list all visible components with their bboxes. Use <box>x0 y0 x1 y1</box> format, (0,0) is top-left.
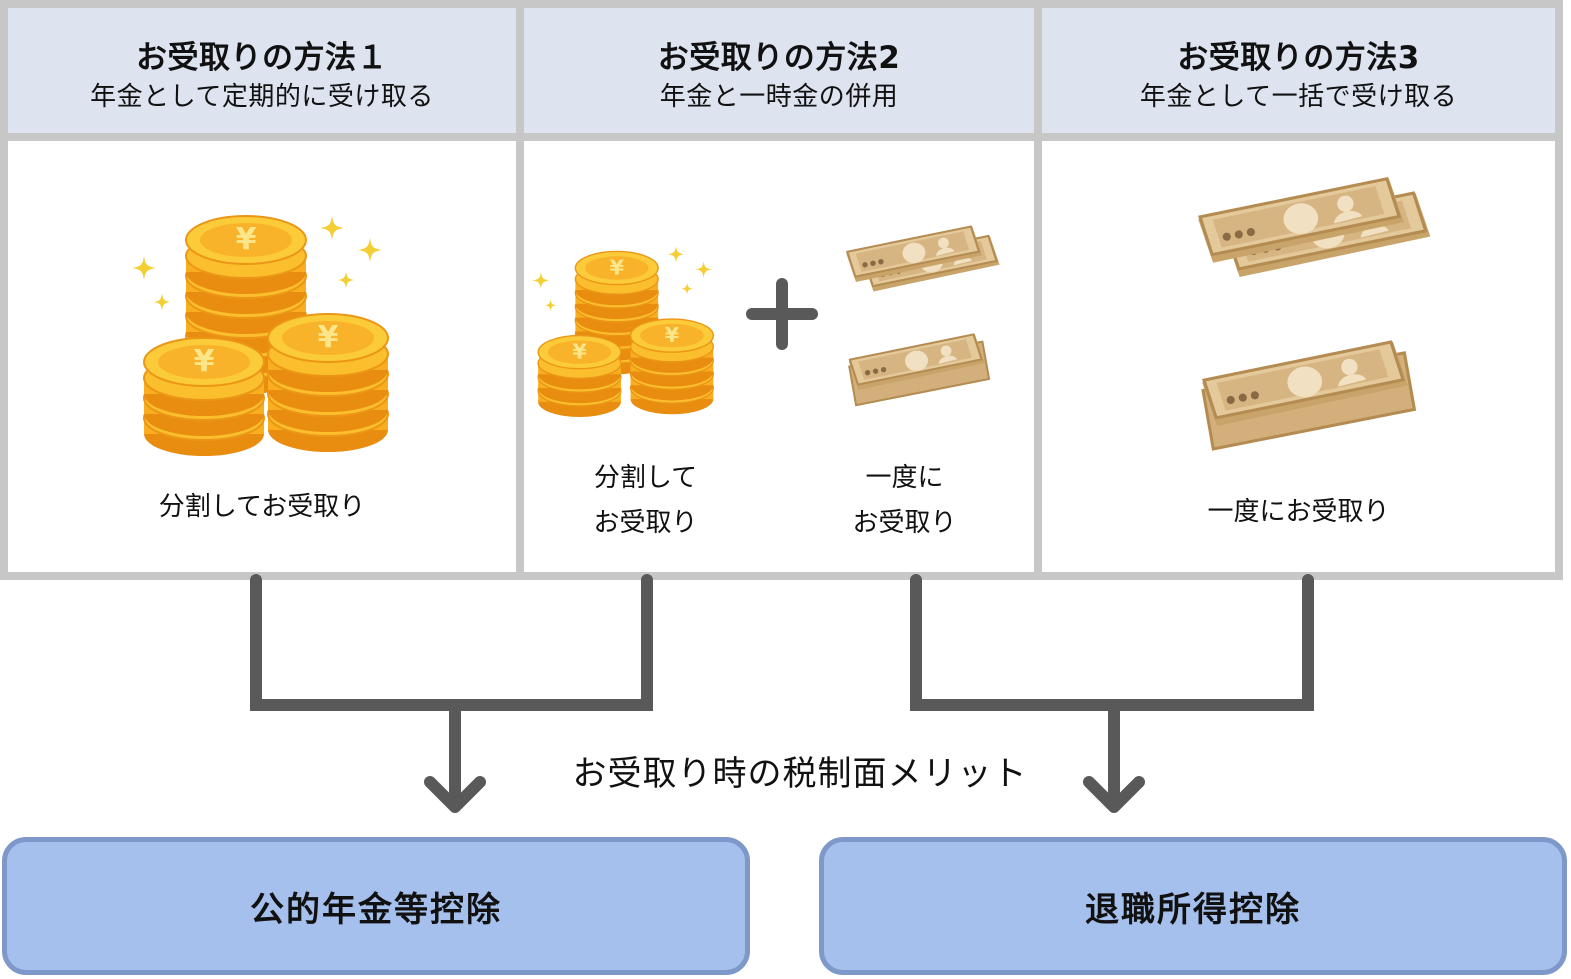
method-1-subtitle: 年金として定期的に受け取る <box>90 82 434 112</box>
plus-icon <box>746 278 818 350</box>
banknote-bundles-icon <box>1194 175 1435 451</box>
method-1-title: お受取りの方法１ <box>136 40 388 76</box>
method-card-2: お受取りの方法2 年金と一時金の併用 <box>524 8 1034 572</box>
method-1-caption: 分割してお受取り <box>158 492 366 522</box>
coin-stacks-yen-icon: ¥ <box>132 215 389 457</box>
coin-stacks-yen-icon: ¥ <box>532 245 715 418</box>
method-3-title: お受取りの方法3 <box>1177 40 1420 76</box>
banknote-bundles-icon <box>843 224 1003 407</box>
method-card-1: お受取りの方法１ 年金として定期的に受け取る <box>8 8 516 572</box>
method-1-header: お受取りの方法１ 年金として定期的に受け取る <box>8 8 516 133</box>
retirement-income-deduction-box: 退職所得控除 <box>819 837 1567 975</box>
method-1-divider <box>8 133 516 141</box>
method-3-divider <box>1042 133 1555 141</box>
public-pension-deduction-label: 公的年金等控除 <box>250 889 502 930</box>
method-2-divider <box>524 133 1034 141</box>
tax-merit-label: お受取り時の税制面メリット <box>572 754 1028 794</box>
method-3-header: お受取りの方法3 年金として一括で受け取る <box>1042 8 1555 133</box>
method-grid: お受取りの方法１ 年金として定期的に受け取る <box>0 0 1563 580</box>
method-card-3: お受取りの方法3 年金として一括で受け取る <box>1042 8 1555 572</box>
method-2-caption-installment: 分割して お受取り <box>593 463 698 538</box>
method-2-header: お受取りの方法2 年金と一時金の併用 <box>524 8 1034 133</box>
method-2-caption-lump-sum: 一度に お受取り <box>852 463 957 538</box>
retirement-income-deduction-label: 退職所得控除 <box>1085 889 1301 930</box>
down-arrow-icon <box>1083 776 1145 813</box>
method-3-caption: 一度にお受取り <box>1207 497 1390 527</box>
public-pension-deduction-box: 公的年金等控除 <box>2 837 750 975</box>
method-3-subtitle: 年金として一括で受け取る <box>1139 82 1458 112</box>
connector-left <box>250 574 653 711</box>
down-arrow-icon <box>424 776 486 813</box>
method-2-title: お受取りの方法2 <box>657 40 901 76</box>
method-2-subtitle: 年金と一時金の併用 <box>659 82 899 112</box>
connector-right <box>910 574 1314 711</box>
